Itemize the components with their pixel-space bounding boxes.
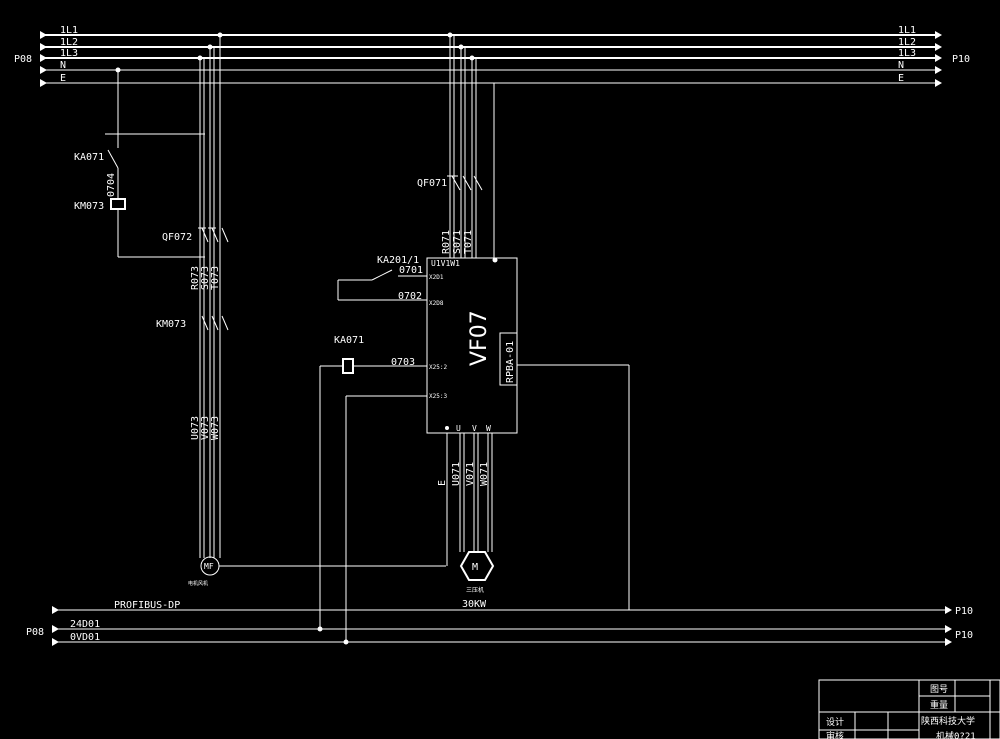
qf072-label: QF072 bbox=[162, 232, 192, 243]
wire-v073: V073 bbox=[200, 416, 211, 440]
bottom-ref-left: P08 bbox=[26, 627, 44, 638]
bus-ref-left: P08 bbox=[14, 54, 32, 65]
vfd-out-u: U bbox=[456, 424, 461, 433]
title-review: 审核 bbox=[826, 730, 844, 739]
vfd-term-x25-2: X25:2 bbox=[429, 364, 447, 371]
rpba-module-label: RPBA-01 bbox=[505, 341, 516, 383]
bus-label-left: 1L1 bbox=[60, 25, 78, 36]
wire-0701-label: 0701 bbox=[399, 265, 423, 276]
vfd-out-v: V bbox=[472, 424, 477, 433]
main-motor-label: M bbox=[472, 562, 478, 573]
vfd-term-x2d1: X2D1 bbox=[429, 274, 444, 281]
vfd-control-io: KA201/1 0701 0702 KA071 0703 bbox=[319, 255, 630, 642]
wire-t071: T071 bbox=[463, 230, 474, 254]
ka071-coil bbox=[342, 358, 354, 374]
top-bus-group: 1L1 1L2 1L3 N E 1L1 1L2 1L3 N E P08 P10 bbox=[14, 25, 970, 87]
main-motor-power: 30KW bbox=[462, 599, 487, 610]
wire-0704-label: 0704 bbox=[106, 173, 117, 197]
bus-label-left: 1L2 bbox=[60, 37, 78, 48]
wire-v071: V071 bbox=[465, 462, 476, 486]
bus-label-right: E bbox=[898, 73, 904, 84]
bus-ref-right: P10 bbox=[952, 54, 970, 65]
control-circuit-left: KA071 0704 KM073 bbox=[74, 67, 205, 258]
bus-24v-label: 24D01 bbox=[70, 619, 100, 630]
vfd-output-motor: E U071 V071 W071 M 三压机 30KW bbox=[437, 433, 495, 610]
bus-label-right: 1L1 bbox=[898, 25, 916, 36]
bus-0v-label: 0VD01 bbox=[70, 632, 100, 643]
title-code: 机械0?21 bbox=[936, 730, 976, 739]
vfd-name: VF07 bbox=[467, 310, 492, 366]
bus-label-right: 1L3 bbox=[898, 48, 916, 59]
bus-label-left: N bbox=[60, 60, 66, 71]
title-design: 设计 bbox=[826, 716, 844, 728]
title-drawing-no: 图号 bbox=[930, 684, 948, 695]
motor-branch-left: QF072 R073 S073 T073 KM073 U073 V073 W07… bbox=[156, 32, 446, 587]
bus-label-right: 1L2 bbox=[898, 37, 916, 48]
fan-motor-caption: 电机风机 bbox=[188, 580, 208, 587]
rpba-module-box bbox=[499, 332, 518, 386]
title-school: 陕西科技大学 bbox=[921, 715, 975, 727]
title-block: 图号 重量 陕西科技大学 设计 审核 机械0?21 bbox=[818, 679, 1000, 739]
ka071-contact-label: KA071 bbox=[74, 152, 104, 163]
km073-coil-label: KM073 bbox=[74, 201, 104, 212]
wire-t073: T073 bbox=[210, 266, 221, 290]
title-weight: 重量 bbox=[930, 699, 948, 711]
bus-label-left: 1L3 bbox=[60, 48, 78, 59]
wire-u071: U071 bbox=[451, 462, 462, 486]
wire-r073: R073 bbox=[190, 266, 201, 290]
bottom-ref-right-power: P10 bbox=[955, 630, 973, 641]
vfd-supply-branch: QF071 R071 S071 T071 bbox=[417, 32, 495, 258]
ka201-contact-label: KA201/1 bbox=[377, 255, 419, 266]
wire-w073: W073 bbox=[210, 416, 221, 440]
vfd-term-x2d8: X2D8 bbox=[429, 300, 444, 307]
bus-label-left: E bbox=[60, 73, 66, 84]
wire-w071: W071 bbox=[479, 462, 490, 486]
main-motor-caption: 三压机 bbox=[466, 586, 484, 594]
wire-e-label: E bbox=[437, 480, 448, 486]
wire-s073: S073 bbox=[200, 266, 211, 290]
fan-motor-label: MF bbox=[204, 562, 214, 571]
main-motor-symbol bbox=[459, 551, 495, 581]
bottom-ref-right-profibus: P10 bbox=[955, 606, 973, 617]
vfd-out-w: W bbox=[486, 424, 491, 433]
wire-r071: R071 bbox=[441, 230, 452, 254]
wire-s071: S071 bbox=[452, 230, 463, 254]
wire-0702-label: 0702 bbox=[398, 291, 422, 302]
wire-u073: U073 bbox=[190, 416, 201, 440]
bus-label-right: N bbox=[898, 60, 904, 71]
vfd-input-terminals: U1V1W1 bbox=[431, 259, 460, 268]
wire-0703-label: 0703 bbox=[391, 357, 415, 368]
vfd-vf07: U1V1W1 X2D1 X2D8 X25:2 X25:3 VF07 RPBA-0… bbox=[426, 257, 518, 434]
bottom-bus-group: PROFIBUS-DP 24D01 0VD01 P08 P10 P10 bbox=[26, 600, 973, 646]
vfd-term-x25-3: X25:3 bbox=[429, 393, 447, 400]
qf071-label: QF071 bbox=[417, 178, 447, 189]
ka071-coil-label: KA071 bbox=[334, 335, 364, 346]
km073-contact-label: KM073 bbox=[156, 319, 186, 330]
profibus-label: PROFIBUS-DP bbox=[114, 600, 180, 611]
